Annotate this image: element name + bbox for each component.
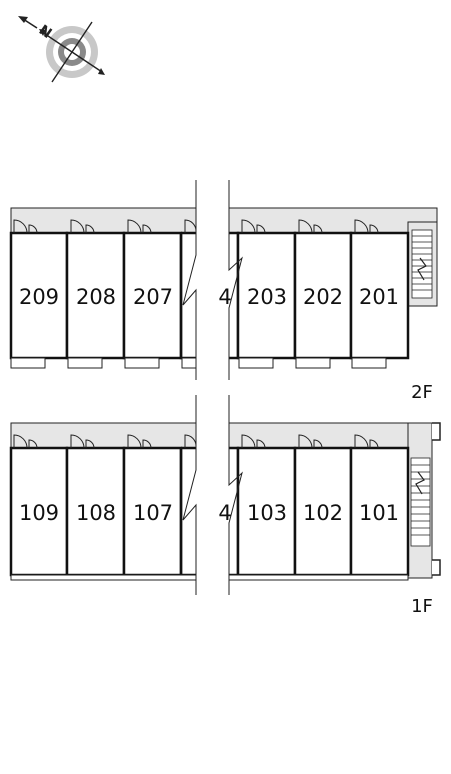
room-number: 101 [359,501,399,525]
room-unit [9,231,69,360]
north-arrow-icon [18,16,38,29]
corridor [228,207,438,234]
stair-wall [432,422,441,576]
room-number: 207 [133,285,173,309]
room-unit [9,446,69,577]
room-number: 4 [218,285,231,309]
room-number: 108 [76,501,116,525]
compass-icon [39,21,105,83]
floor-label: 1F [411,596,433,617]
room-number: 208 [76,285,116,309]
room-unit [122,231,183,360]
compass: N [18,16,105,83]
room-number: 203 [247,285,287,309]
break-line [182,395,243,595]
corridor [10,422,197,449]
room-number: 107 [133,501,173,525]
balcony [10,357,387,369]
room-unit [349,231,410,360]
room-number: 109 [19,501,59,525]
staircase-icon [410,457,431,547]
room-unit [179,231,196,360]
floor-1f: 109 108 107 4 103 102 101 1F [9,395,441,617]
room-number: 202 [303,285,343,309]
corridor [10,207,197,234]
door-icon [13,219,379,234]
break-line [182,180,243,380]
corridor [228,422,409,449]
room-number: 201 [359,285,399,309]
room-number: 102 [303,501,343,525]
room-unit [179,446,196,577]
room-number: 209 [19,285,59,309]
room-number: 103 [247,501,287,525]
room-number: 4 [218,501,231,525]
room-unit [65,231,126,360]
staircase-icon [411,229,433,299]
break-gap [197,180,228,380]
floor-2f: 209 208 207 4 203 202 201 2F [9,180,438,403]
break-gap [197,395,228,595]
floor-label: 2F [411,382,433,403]
room-unit [236,446,297,577]
